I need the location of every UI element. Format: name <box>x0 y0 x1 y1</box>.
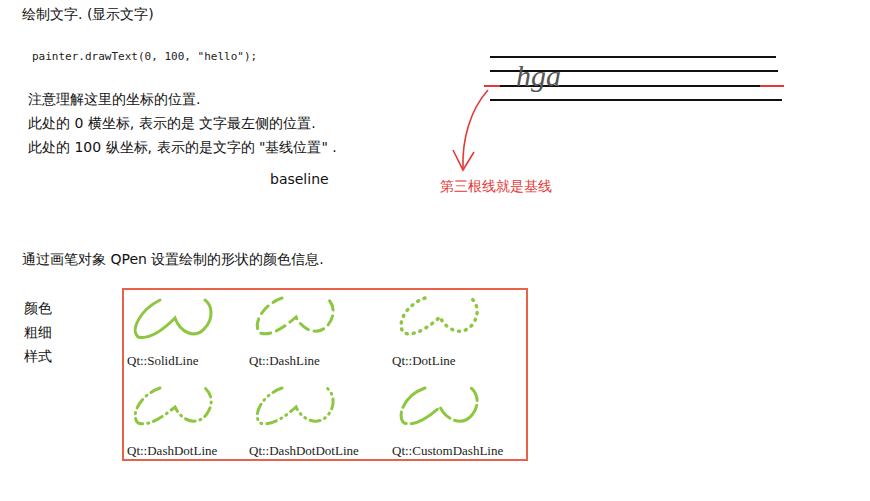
guide-line <box>490 99 782 101</box>
baseline-mark <box>484 85 500 87</box>
property-label: 颜色 <box>24 300 52 317</box>
section-heading: 绘制文字. (显示文字) <box>22 6 154 23</box>
guide-line <box>490 56 776 58</box>
arrow-head <box>453 150 474 170</box>
pen-style-name: Qt::DashLine <box>249 353 320 369</box>
pen-style-name: Qt::CustomDashLine <box>392 443 503 459</box>
pen-style-name: Qt::DashDotLine <box>127 443 217 459</box>
pen-style-panel: Qt::SolidLine Qt::DashLine Qt::DotLineQt::… <box>122 288 528 461</box>
baseline-mark <box>760 85 784 87</box>
property-label: 样式 <box>24 348 52 365</box>
section-heading: 通过画笔对象 QPen 设置绘制的形状的颜色信息. <box>22 251 324 268</box>
handwritten-sample: hga <box>516 61 561 91</box>
pen-style-name: Qt::DotLine <box>392 353 456 369</box>
pen-style-name: Qt::DashDotDotLine <box>249 443 359 459</box>
term-label: baseline <box>270 171 329 188</box>
pen-style-name: Qt::SolidLine <box>127 353 199 369</box>
arrow-line <box>463 90 488 168</box>
note-text: 注意理解这里的坐标的位置. <box>28 91 200 108</box>
property-label: 粗细 <box>24 324 52 341</box>
code-line: painter.drawText(0, 100, "hello"); <box>32 50 257 63</box>
note-text: 此处的 0 横坐标, 表示的是 文字最左侧的位置. <box>28 115 316 132</box>
note-text: 此处的 100 纵坐标, 表示的是文字的 "基线位置" . <box>28 139 337 156</box>
callout-note: 第三根线就是基线 <box>440 178 552 195</box>
